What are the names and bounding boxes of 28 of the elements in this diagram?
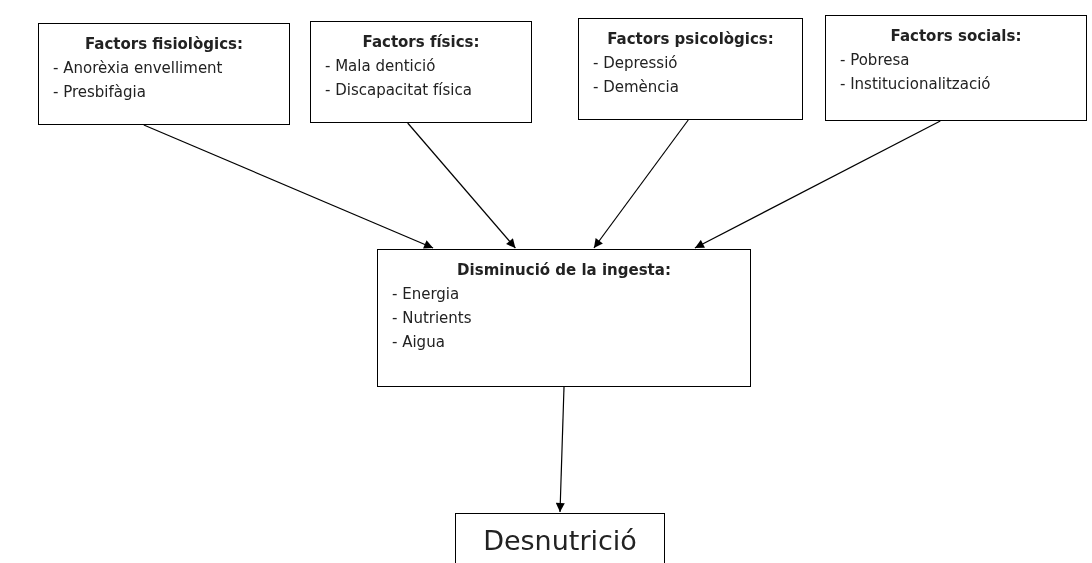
list-item: - Discapacitat física [325,80,473,101]
box-heading: Factors fisiològics: [84,34,243,55]
arrow [694,120,941,249]
factor-box [377,249,751,387]
box-heading: Factors psicològics: [607,29,774,50]
list-item: - Institucionalització [840,74,992,95]
list-item: - Demència [593,77,680,98]
arrow [143,124,434,249]
arrow [407,122,516,249]
list-item: - Presbifàgia [53,82,147,103]
arrow [555,386,565,513]
list-item: - Mala dentició [325,56,437,77]
box-heading: Factors físics: [362,32,480,53]
list-item: - Pobresa [840,50,911,71]
arrow [593,119,689,249]
factor-box [578,18,803,120]
result-label: Desnutrició [483,524,637,558]
list-item: - Nutrients [392,308,473,329]
list-item: - Aigua [392,332,446,353]
list-item: - Anorèxia envelliment [53,58,224,79]
list-item: - Energia [392,284,461,305]
factor-box [310,21,532,123]
factor-box [825,15,1087,121]
box-heading: Disminució de la ingesta: [457,260,671,281]
list-item: - Depressió [593,53,679,74]
factor-box [38,23,290,125]
result-box [455,513,665,563]
box-heading: Factors socials: [890,26,1022,47]
